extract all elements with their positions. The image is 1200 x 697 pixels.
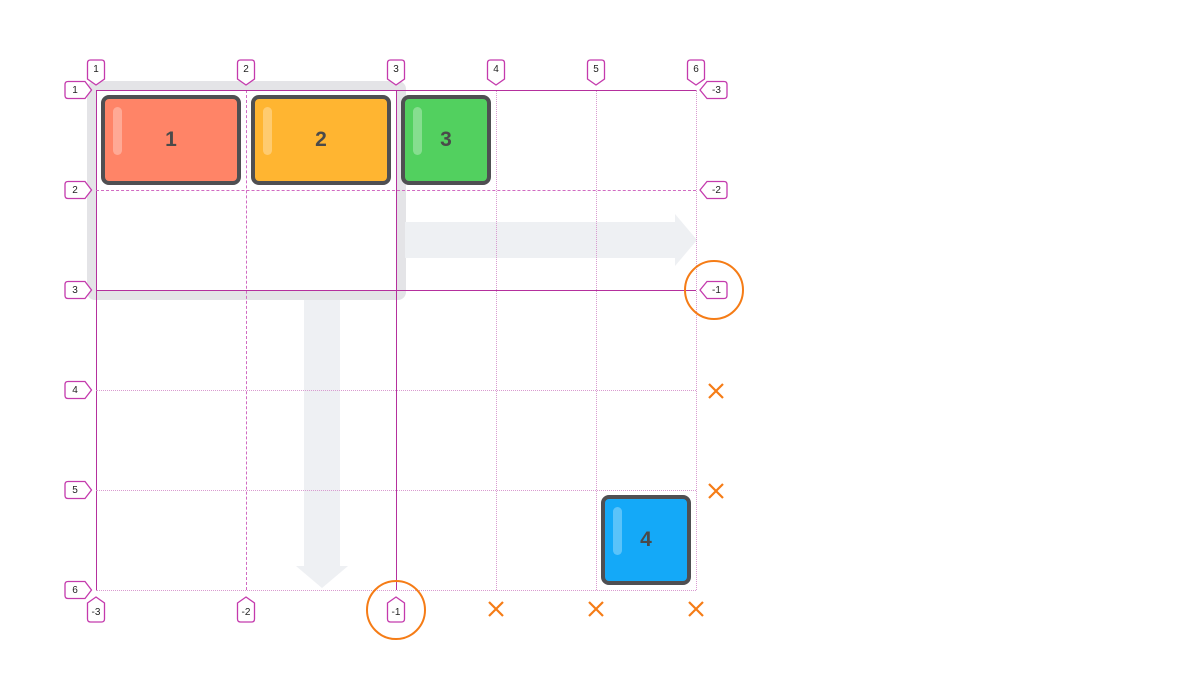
column-tag-top-2: 2 (236, 59, 256, 86)
grid-item-label: 1 (165, 128, 177, 151)
grid-item-3: 3 (401, 95, 491, 185)
row-flow-arrow (405, 222, 675, 258)
row-line-4 (96, 390, 696, 391)
invalid-x-icon (708, 383, 724, 399)
row-tag-left-5: 5 (64, 480, 93, 500)
column-line-6 (696, 90, 697, 590)
invalid-x-icon (588, 601, 604, 617)
grid-item-label: 2 (315, 128, 327, 151)
invalid-x-icon (708, 483, 724, 499)
row-tag-right-neg2: -2 (699, 180, 728, 200)
item-shine (413, 107, 422, 155)
grid-item-4: 4 (601, 495, 691, 585)
row-flow-arrowhead-icon (675, 214, 697, 266)
column-flow-arrowhead-icon (296, 566, 348, 588)
row-line-5 (96, 490, 696, 491)
column-line-4 (496, 90, 497, 590)
row-tag-left-4: 4 (64, 380, 93, 400)
column-tag-top-5: 5 (586, 59, 606, 86)
column-tag-bottom-neg3: -3 (86, 596, 106, 623)
grid-item-2: 2 (251, 95, 391, 185)
column-line-1 (96, 90, 97, 590)
column-flow-arrow (304, 300, 340, 568)
column-line-5 (596, 90, 597, 590)
row-line-1 (96, 90, 696, 91)
column-line-2 (246, 90, 247, 590)
item-shine (263, 107, 272, 155)
column-tag-top-1: 1 (86, 59, 106, 86)
highlight-circle-row-neg1 (684, 260, 744, 320)
highlight-circle-column-neg1 (366, 580, 426, 640)
invalid-x-icon (488, 601, 504, 617)
column-tag-bottom-neg2: -2 (236, 596, 256, 623)
column-tag-top-4: 4 (486, 59, 506, 86)
item-shine (113, 107, 122, 155)
grid-item-label: 3 (440, 128, 452, 151)
row-tag-right-neg3: -3 (699, 80, 728, 100)
column-tag-top-6: 6 (686, 59, 706, 86)
row-tag-left-6: 6 (64, 580, 93, 600)
row-tag-left-2: 2 (64, 180, 93, 200)
row-line-3 (96, 290, 696, 291)
column-tag-top-3: 3 (386, 59, 406, 86)
invalid-x-icon (688, 601, 704, 617)
item-shine (613, 507, 622, 555)
row-tag-left-3: 3 (64, 280, 93, 300)
row-tag-left-1: 1 (64, 80, 93, 100)
row-line-2 (96, 190, 696, 191)
grid-item-1: 1 (101, 95, 241, 185)
column-line-3 (396, 90, 397, 590)
grid-item-label: 4 (640, 528, 652, 551)
